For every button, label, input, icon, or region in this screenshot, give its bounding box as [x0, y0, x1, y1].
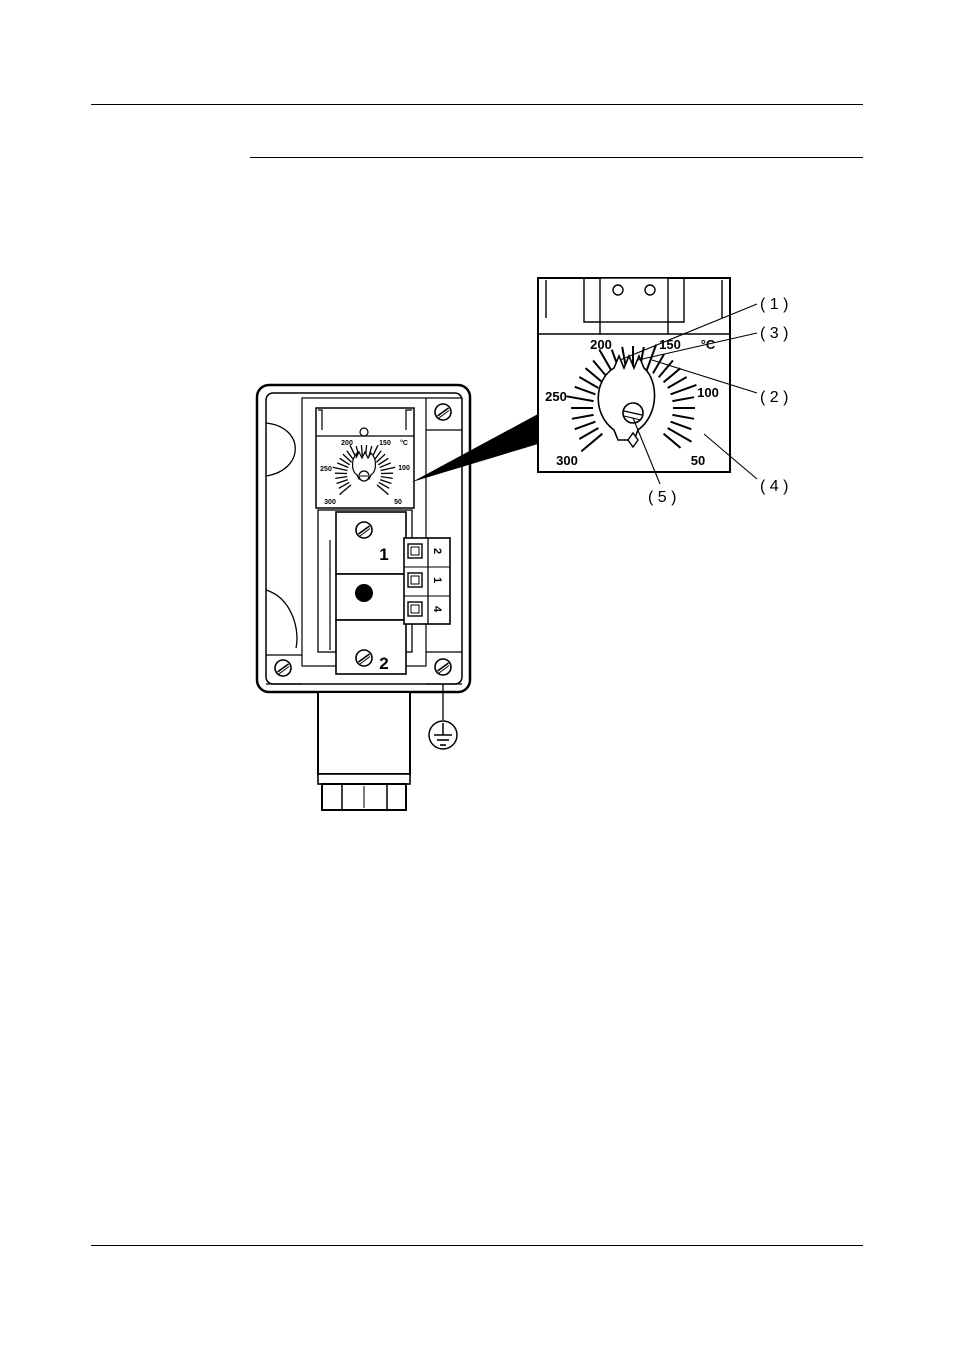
terminal-label-2: 2: [379, 654, 388, 673]
callout-4: ( 4 ): [760, 478, 788, 495]
terminal-label-1: 1: [379, 545, 388, 564]
small-dial-label-50: 50: [394, 499, 402, 506]
enlargement-leader: [412, 414, 538, 482]
small-dial-label-250: 250: [320, 466, 332, 473]
cable-gland: [318, 692, 410, 810]
small-dial-label-200: 200: [341, 440, 353, 447]
callout-3: ( 3 ): [760, 325, 788, 342]
screw-icon: [356, 650, 372, 666]
callout-1: ( 1 ): [760, 296, 788, 313]
small-dial-label-150: 150: [379, 440, 391, 447]
large-dial-label-100: 100: [697, 385, 719, 400]
screw-icon: [275, 660, 291, 676]
small-dial-label-300: 300: [324, 499, 336, 506]
strip-label-2: 2: [431, 548, 443, 554]
ground-symbol-icon: [429, 684, 457, 749]
strip-label-4: 4: [431, 606, 443, 613]
strip-label-1: 1: [431, 577, 443, 583]
terminal-block: [318, 510, 450, 674]
large-dial-label-200: 200: [590, 337, 612, 352]
large-dial-label-300: 300: [556, 453, 578, 468]
large-dial-label-50: 50: [691, 453, 705, 468]
callout-5: ( 5 ): [648, 489, 676, 506]
screw-icon: [356, 522, 372, 538]
screw-icon: [435, 659, 451, 675]
small-dial-label-unit: °C: [400, 439, 408, 447]
callout-2: ( 2 ): [760, 389, 788, 406]
small-dial-label-100: 100: [398, 465, 410, 472]
screw-icon: [435, 404, 451, 420]
large-dial-label-250: 250: [545, 389, 567, 404]
small-dial-plate: 200 150 °C 250 100 300 50: [316, 408, 414, 508]
